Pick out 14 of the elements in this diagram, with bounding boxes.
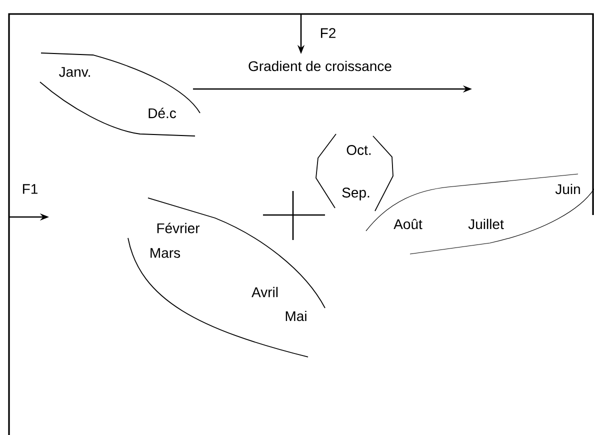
- heading-label: Gradient de croissance: [248, 60, 392, 72]
- month-label: Avril: [252, 286, 278, 298]
- month-label: Mars: [150, 248, 180, 258]
- month-label: Juin: [555, 184, 580, 194]
- month-label: Sep.: [342, 188, 370, 200]
- force-label: F2: [320, 28, 336, 38]
- force-label: F1: [22, 184, 38, 194]
- month-label: Oct.: [346, 145, 371, 155]
- month-label: Mai: [286, 310, 306, 322]
- month-label: Février: [157, 222, 200, 234]
- month-label: Août: [394, 218, 422, 230]
- month-label: Juillet: [468, 218, 504, 230]
- month-label: Janv.: [59, 67, 90, 77]
- month-label: Dé.c: [148, 108, 176, 118]
